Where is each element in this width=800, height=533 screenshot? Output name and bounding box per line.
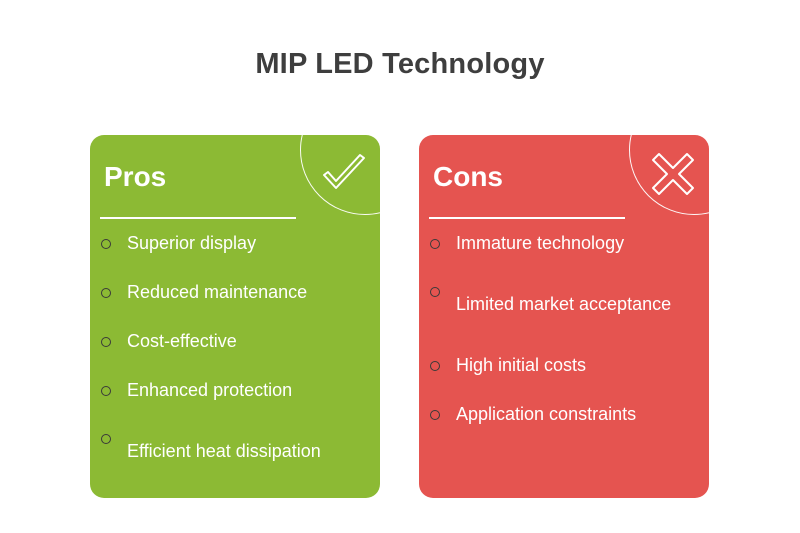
cross-icon bbox=[652, 153, 694, 195]
bullet-icon bbox=[430, 361, 440, 371]
cons-item-label: Application constraints bbox=[456, 404, 637, 424]
bullet-icon bbox=[430, 287, 440, 297]
bullet-icon bbox=[101, 288, 111, 298]
cons-card: Cons Immature technology Limited market … bbox=[419, 135, 709, 498]
pros-item-label: Reduced maintenance bbox=[127, 282, 308, 302]
bullet-icon bbox=[430, 410, 440, 420]
bullet-icon bbox=[101, 434, 111, 444]
cons-item-label: Limited market acceptance bbox=[456, 294, 672, 314]
pros-item-label: Superior display bbox=[127, 233, 257, 253]
bullet-icon bbox=[101, 337, 111, 347]
cons-item-label: High initial costs bbox=[456, 355, 587, 375]
diagram-title: MIP LED Technology bbox=[255, 48, 545, 80]
pros-divider bbox=[100, 217, 296, 219]
cons-divider bbox=[429, 217, 625, 219]
pros-item-label: Cost-effective bbox=[127, 331, 237, 351]
pros-item-label: Enhanced protection bbox=[127, 380, 293, 400]
pros-item-label: Efficient heat dissipation bbox=[127, 441, 321, 461]
bullet-icon bbox=[430, 239, 440, 249]
cons-item-label: Immature technology bbox=[456, 233, 625, 253]
pros-heading: Pros bbox=[104, 161, 167, 192]
cons-heading: Cons bbox=[433, 161, 503, 192]
bullet-icon bbox=[101, 386, 111, 396]
bullet-icon bbox=[101, 239, 111, 249]
checkmark-icon bbox=[323, 154, 365, 189]
pros-card: Pros Superior display Reduced maintenanc… bbox=[90, 135, 380, 498]
